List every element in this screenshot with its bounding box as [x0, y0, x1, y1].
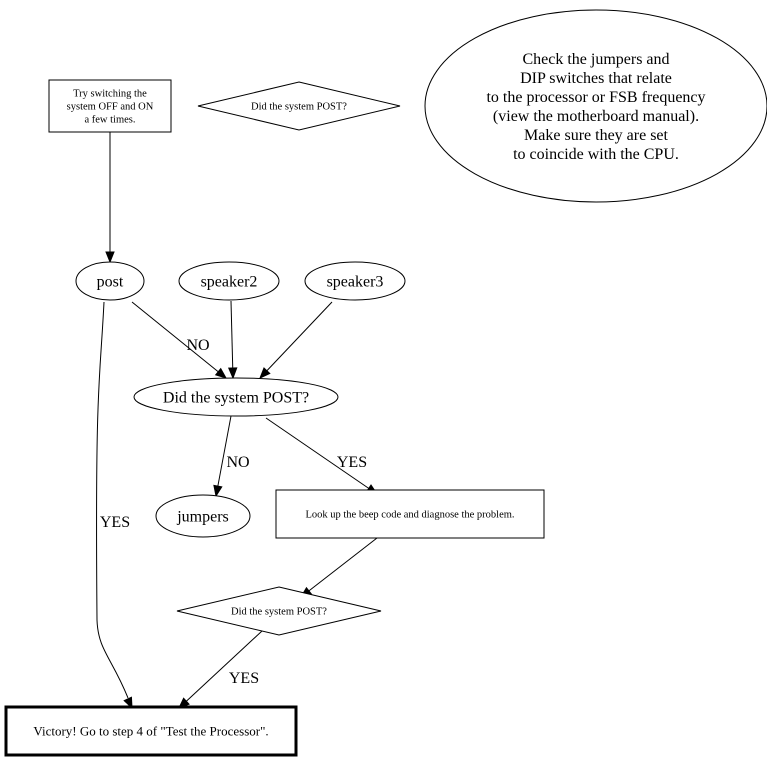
node-label: Victory! Go to step 4 of "Test the Proce… [33, 724, 268, 739]
node-label: (view the motherboard manual). [493, 108, 699, 125]
node-box [48, 79, 172, 133]
edge-line [230, 300, 234, 369]
node-label: to coincide with the CPU. [513, 146, 679, 163]
node-label: Look up the beep code and diagnose the p… [305, 510, 514, 521]
edge-label-yes: YES [337, 454, 367, 471]
node-post: post [75, 261, 145, 301]
edge-label-no: NO [186, 337, 209, 354]
edge-labels-layer: NO NO YES YES YES [100, 337, 367, 687]
edge-line [266, 301, 333, 372]
arrowhead-icon [123, 696, 133, 710]
edge-line [265, 417, 370, 489]
arrowhead-icon [213, 484, 223, 498]
node-label: DIP switches that relate [520, 70, 672, 87]
node-did-post-top: Did the system POST? [197, 81, 401, 131]
edge-speaker3-to-did-post-mid [259, 301, 333, 379]
node-label: speaker3 [327, 274, 384, 291]
node-box [275, 489, 545, 539]
edges-layer [96, 132, 379, 710]
node-diamond [176, 586, 382, 636]
node-did-post-mid: Did the system POST? [133, 377, 339, 417]
arrowhead-icon [214, 367, 228, 379]
arrowhead-icon [105, 251, 115, 264]
node-label: Try switching the [73, 89, 147, 100]
node-label: to the processor or FSB frequency [486, 89, 705, 106]
node-label: Did the system POST? [231, 607, 327, 618]
edge-post-to-victory [96, 301, 133, 710]
node-speaker3: speaker3 [304, 261, 406, 301]
node-ellipse [75, 261, 145, 301]
node-try-switching: Try switching the system OFF and ON a few … [48, 79, 172, 133]
edge-label-yes: YES [229, 670, 259, 687]
arrowhead-icon [259, 367, 271, 379]
node-label: post [97, 274, 124, 291]
edge-did-post-mid-to-jumpers [213, 415, 232, 498]
node-ellipse [424, 9, 767, 203]
nodes-layer: Try switching the system OFF and ON a few … [4, 9, 767, 757]
edge-line [96, 301, 129, 699]
edge-speaker2-to-did-post-mid [227, 300, 238, 380]
node-label: Did the system POST? [163, 390, 309, 407]
edge-label-yes: YES [100, 514, 130, 531]
node-victory: Victory! Go to step 4 of "Test the Proce… [4, 705, 298, 757]
edge-line [131, 301, 219, 373]
node-ellipse [304, 261, 406, 301]
edge-try-switching-to-post [105, 132, 115, 264]
node-ellipse [155, 494, 251, 538]
node-box [4, 705, 298, 757]
node-beep-code: Look up the beep code and diagnose the p… [275, 489, 545, 539]
edge-label-no: NO [226, 454, 249, 471]
node-label: speaker2 [201, 274, 258, 291]
node-label: Did the system POST? [251, 102, 347, 113]
node-label: Make sure they are set [524, 127, 668, 144]
node-speaker2: speaker2 [178, 261, 280, 301]
node-ellipse [178, 261, 280, 301]
node-diamond [197, 81, 401, 131]
edge-beep-code-to-did-post-bottom [299, 537, 378, 598]
node-label: a few times. [84, 115, 135, 126]
node-jumpers: jumpers [155, 494, 251, 538]
edge-line [308, 537, 378, 592]
edge-post-to-did-post-mid [131, 301, 228, 379]
node-did-post-bottom: Did the system POST? [176, 586, 382, 636]
edge-line [217, 415, 232, 487]
node-label: Check the jumpers and [522, 51, 669, 68]
node-label: jumpers [176, 509, 229, 526]
edge-line [185, 630, 263, 702]
node-label: system OFF and ON [67, 102, 154, 113]
node-ellipse [133, 377, 339, 417]
arrowhead-icon [227, 367, 238, 380]
